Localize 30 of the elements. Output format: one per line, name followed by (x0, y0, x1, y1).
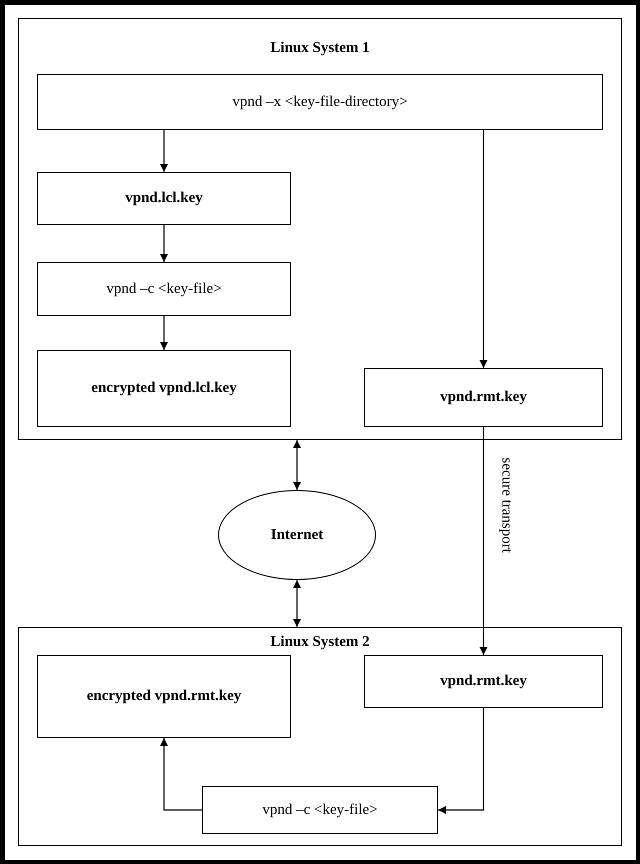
process-box (37, 655, 291, 738)
box-title: Linux System 1 (270, 39, 370, 58)
arrow (480, 130, 488, 368)
process-box (37, 172, 291, 225)
box-label: vpnd –x <key-file-directory> (232, 92, 408, 112)
arrow (160, 225, 168, 262)
arrow (160, 738, 202, 811)
box-label: vpnd.lcl.key (125, 189, 203, 208)
arrow (293, 580, 301, 627)
box-label: encrypted vpnd.rmt.key (86, 687, 242, 706)
process-box (37, 74, 603, 130)
box-title: Linux System 2 (270, 633, 370, 652)
arrow (160, 130, 168, 172)
box-label: vpnd.rmt.key (440, 672, 527, 691)
process-box (37, 262, 291, 316)
process-box (37, 350, 291, 427)
arrow (160, 316, 168, 350)
process-box (364, 655, 603, 708)
system-box (18, 627, 622, 846)
box-label: vpnd –c <key-file> (262, 800, 378, 820)
arrow (293, 440, 301, 490)
process-box (364, 368, 603, 427)
process-box (202, 786, 438, 834)
arrow (438, 708, 484, 814)
arrow (480, 427, 488, 655)
box-label: vpnd –c <key-file> (106, 280, 222, 298)
box-label: Internet (270, 526, 324, 544)
box-label: encrypted vpnd.lcl.key (91, 379, 237, 398)
box-label: vpnd.rmt.key (440, 388, 527, 407)
system-box (18, 18, 622, 440)
